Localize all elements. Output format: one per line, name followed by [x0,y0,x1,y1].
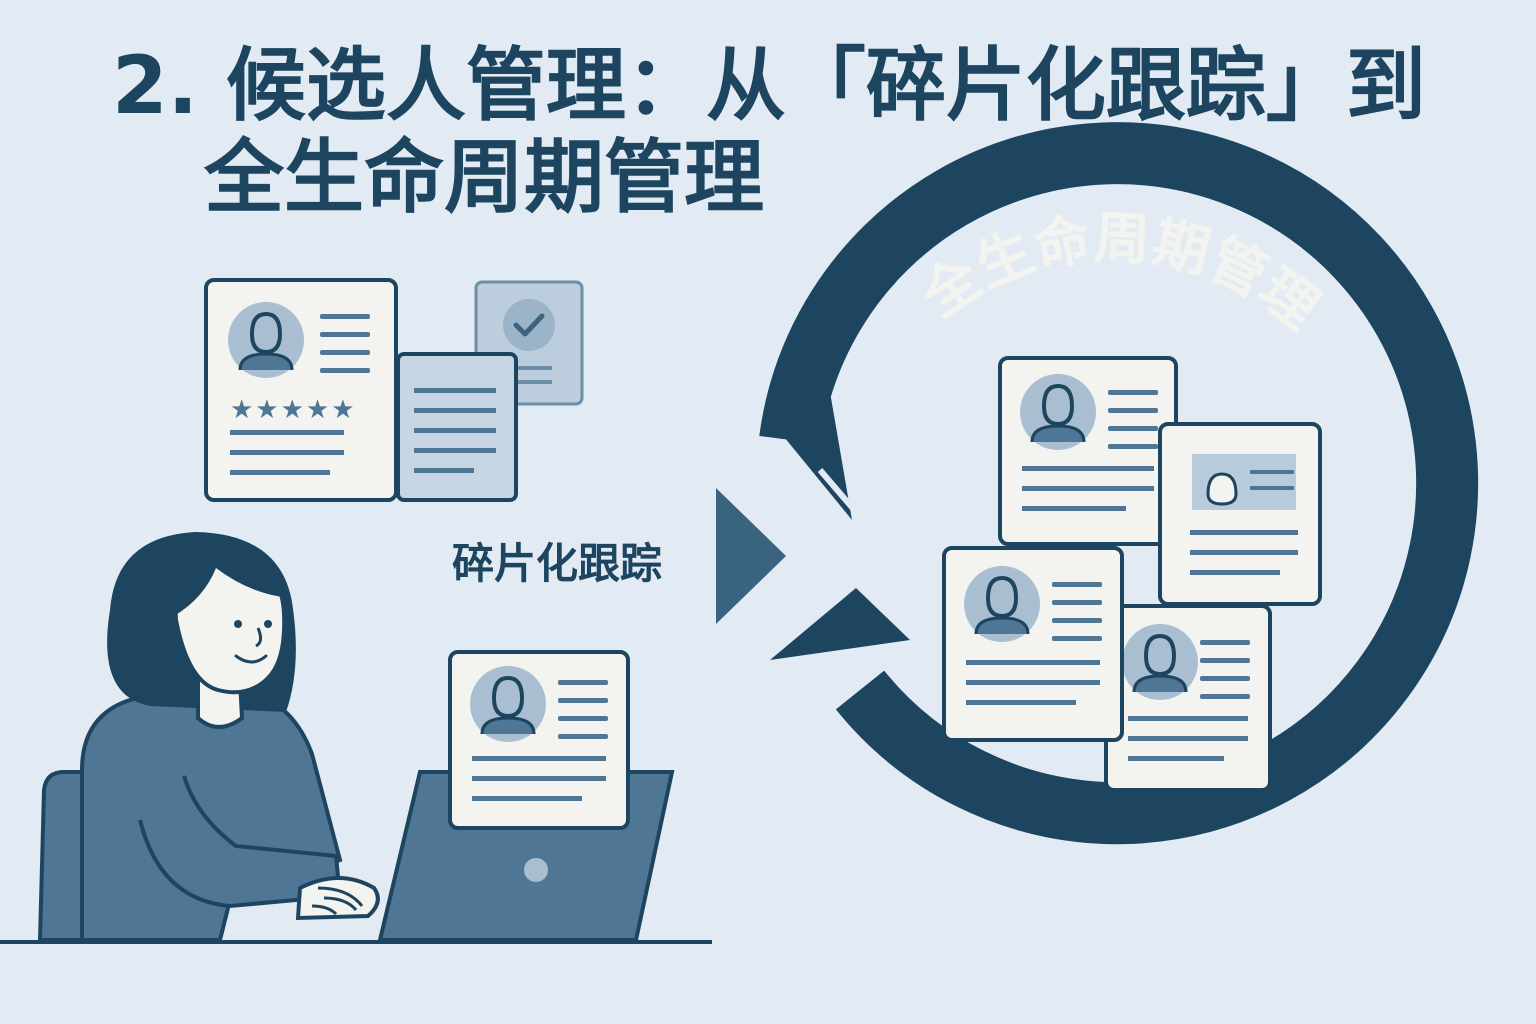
star-rating: ★★★★★ [230,395,357,425]
lifecycle-card-2 [1158,422,1322,606]
check-icon [513,313,545,337]
title-line-2: 全生命周期管理 [204,131,764,224]
laptop-resume-card [448,650,630,830]
recruiter-figure [37,532,380,942]
lifecycle-card-4 [942,546,1124,742]
laptop-logo [524,858,548,882]
rated-resume-card: ★★★★★ [204,278,398,502]
lifecycle-card-3 [1104,604,1272,792]
notes-card [396,352,518,502]
page-title: 2. 候选人管理：从「碎片化跟踪」到 全生命周期管理 [112,40,1492,224]
play-arrow-icon [716,488,786,624]
ring-label: 全生命周期管理 [910,206,1330,342]
fragmented-tracking-label: 碎片化跟踪 [452,539,663,588]
avatar [226,300,306,380]
lifecycle-card-1 [998,356,1178,546]
title-line-1: 2. 候选人管理：从「碎片化跟踪」到 [112,39,1426,132]
circular-arrow-icon [759,122,1479,845]
